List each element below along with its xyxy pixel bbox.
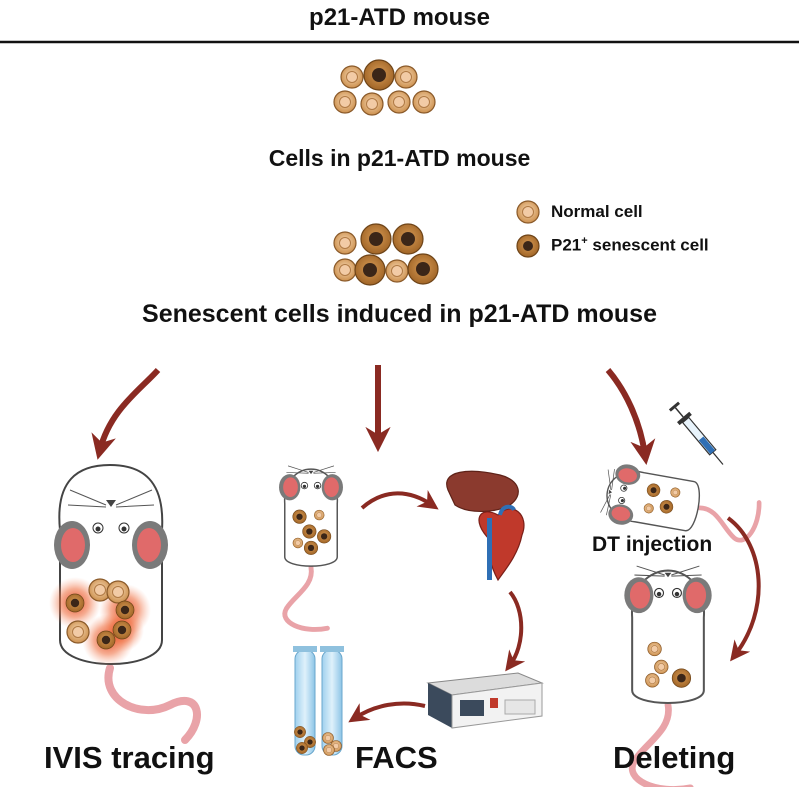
arrow-to-deleting: [605, 368, 656, 465]
test-tubes-icon: [293, 646, 344, 756]
legend-senescent-label: P21+ senescent cell: [551, 235, 709, 256]
senescent-cell-cluster: [333, 223, 439, 286]
arrow-to-tubes: [348, 701, 426, 723]
liver-icon: [446, 470, 519, 512]
dt-injection-label: DT injection: [592, 533, 713, 556]
arrow-to-deleted-mouse: [726, 516, 761, 662]
ivis-mouse: [49, 463, 201, 744]
facs-mouse: [279, 466, 343, 630]
facs-machine-icon: [426, 672, 544, 729]
legend-normal-icon: [516, 200, 540, 224]
cells-label: Cells in p21-ATD mouse: [268, 145, 531, 171]
legend-senescent-prefix: P21: [551, 235, 582, 255]
facs-label: FACS: [355, 740, 438, 775]
arrow-to-ivis: [91, 367, 161, 460]
heart-icon: [478, 504, 525, 582]
normal-cell-cluster: [333, 59, 436, 116]
arrow-to-organs: [360, 489, 439, 510]
ivis-tracing-label: IVIS tracing: [44, 740, 215, 775]
figure-title: p21-ATD mouse: [309, 4, 490, 31]
deleting-label: Deleting: [613, 740, 736, 775]
legend-senescent-icon: [516, 234, 540, 258]
senescent-cells-label: Senescent cells induced in p21-ATD mouse: [142, 300, 657, 328]
legend-senescent-suffix: senescent cell: [587, 235, 709, 255]
syringe-icon: [668, 401, 724, 465]
legend-senescent-sup: +: [581, 235, 588, 247]
legend-normal-label: Normal cell: [551, 202, 643, 221]
arrow-to-facs-machine: [505, 590, 526, 672]
